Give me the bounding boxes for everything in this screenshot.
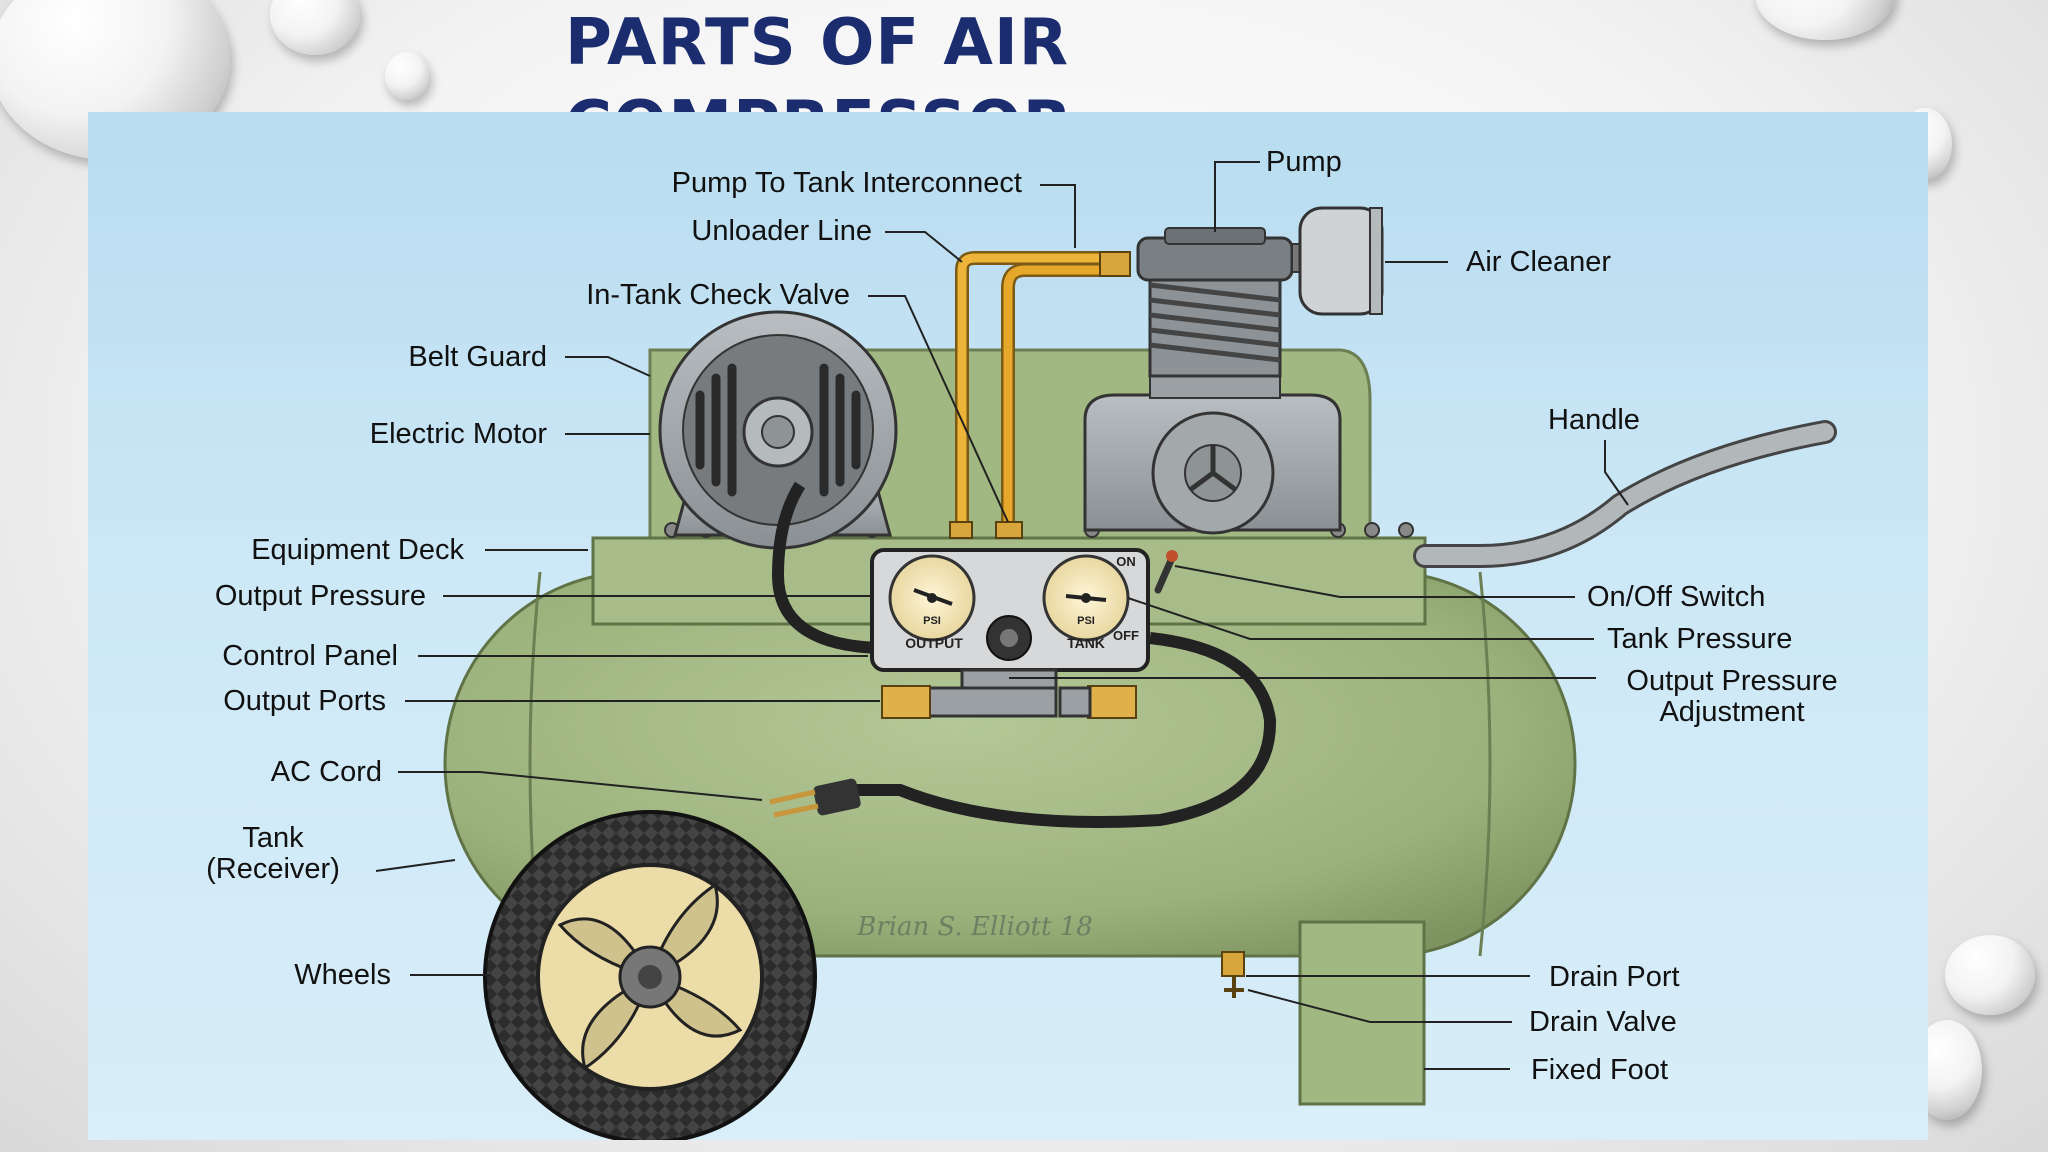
leader-lines — [375, 161, 1629, 1070]
label-air-cleaner: Air Cleaner — [1466, 246, 1611, 278]
diagram-frame: OUTPUT TANK ON OFF PSI PSI — [88, 112, 1928, 1140]
air-compressor-diagram: OUTPUT TANK ON OFF PSI PSI — [206, 146, 1838, 1140]
label-ac-cord: AC Cord — [271, 756, 382, 788]
label-pump: Pump — [1266, 146, 1342, 178]
label-pump-to-tank-interconnect: Pump To Tank Interconnect — [672, 167, 1022, 199]
output-pressure-adjustment-knob — [986, 615, 1032, 661]
on-off-switch — [1154, 550, 1178, 594]
drain-valve — [1221, 951, 1245, 998]
label-tank-line1: Tank — [242, 822, 304, 854]
label-fixed-foot: Fixed Foot — [1531, 1054, 1668, 1086]
handle — [1413, 420, 1837, 568]
label-equipment-deck: Equipment Deck — [251, 534, 464, 566]
in-tank-check-valve — [949, 521, 1023, 539]
pump-to-tank-interconnect — [1001, 251, 1131, 530]
label-output-ports: Output Ports — [223, 685, 386, 717]
slide-title: PARTS OF AIR COMPRESSOR — [565, 6, 1072, 112]
label-control-panel: Control Panel — [222, 640, 398, 672]
label-drain-port: Drain Port — [1549, 961, 1680, 993]
label-unloader-line: Unloader Line — [691, 215, 872, 247]
wheel — [483, 810, 817, 1140]
output-pressure-gauge — [888, 554, 976, 642]
unloader-line — [955, 251, 1125, 530]
control-panel: OUTPUT TANK ON OFF PSI PSI — [870, 548, 1150, 672]
electric-motor — [658, 310, 898, 550]
label-tank-line2: (Receiver) — [206, 853, 340, 885]
artist-signature: Brian S. Elliott 18 — [856, 912, 1093, 942]
label-output-pressure-adjustment-line1: Output Pressure — [1626, 665, 1837, 697]
label-drain-valve: Drain Valve — [1529, 1006, 1677, 1038]
gauge-psi-label: PSI — [1077, 615, 1095, 627]
label-wheels: Wheels — [294, 959, 391, 991]
label-electric-motor: Electric Motor — [370, 418, 548, 450]
gauge-psi-label: PSI — [923, 615, 941, 627]
label-belt-guard: Belt Guard — [408, 341, 547, 373]
label-in-tank-check-valve: In-Tank Check Valve — [586, 279, 850, 311]
water-drop — [385, 52, 429, 100]
panel-output-label: OUTPUT — [905, 635, 963, 651]
pump — [1083, 227, 1342, 535]
label-tank-pressure: Tank Pressure — [1607, 623, 1792, 655]
panel-on-label: ON — [1116, 554, 1136, 569]
label-output-pressure: Output Pressure — [215, 580, 426, 612]
label-handle: Handle — [1548, 404, 1640, 436]
water-drop — [1755, 0, 1895, 40]
water-drop — [270, 0, 360, 55]
air-cleaner — [1291, 206, 1384, 316]
labels: Pump Pump To Tank Interconnect Unloader … — [206, 146, 1837, 1086]
water-drop — [1945, 935, 2035, 1015]
fixed-foot — [1298, 920, 1426, 1106]
ac-cord — [769, 481, 1277, 828]
panel-tank-label: TANK — [1067, 635, 1105, 651]
label-on-off-switch: On/Off Switch — [1587, 581, 1765, 613]
panel-off-label: OFF — [1113, 628, 1139, 643]
label-output-pressure-adjustment-line2: Adjustment — [1659, 696, 1804, 728]
